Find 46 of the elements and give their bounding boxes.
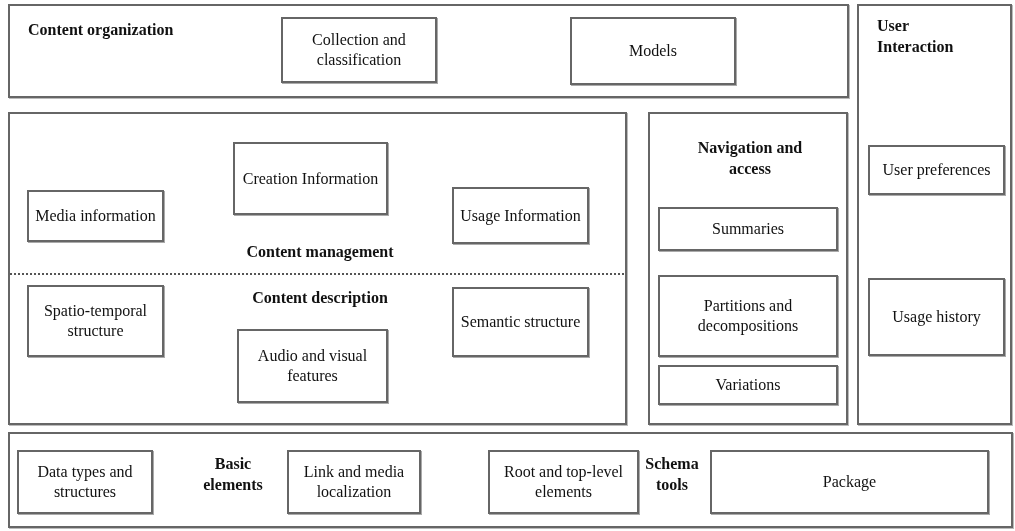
group-heading: Content description: [251, 288, 389, 309]
component-box: [658, 365, 838, 405]
component-box: [868, 145, 1005, 195]
component-label: Spatio-temporal structure: [42, 301, 149, 341]
component-box: [570, 17, 736, 85]
group-heading: Navigation and access: [696, 138, 804, 179]
component-label: Creation Information: [241, 168, 380, 189]
component-label: Usage history: [891, 307, 982, 327]
component-label: Usage Information: [459, 205, 582, 226]
component-box: [868, 278, 1005, 356]
component-label: Media information: [34, 206, 157, 226]
component-label: User preferences: [881, 160, 992, 180]
group-heading: Schema tools: [644, 454, 700, 495]
component-box: [452, 187, 589, 244]
component-box: [658, 275, 838, 357]
group-heading: User Interaction: [877, 16, 955, 57]
component-label: Semantic structure: [459, 312, 582, 332]
group-panel: [8, 432, 1013, 528]
group-heading: Content organization: [28, 20, 175, 41]
component-box: [710, 450, 989, 514]
group-panel: [8, 112, 627, 425]
group-panel: [648, 112, 848, 425]
component-box: [281, 17, 437, 83]
component-label: Root and top-level elements: [502, 462, 625, 502]
component-label: Collection and classification: [311, 30, 407, 70]
component-label: Audio and visual features: [256, 346, 369, 386]
component-label: Data types and structures: [36, 462, 134, 502]
component-box: [233, 142, 388, 215]
component-label: Package: [821, 472, 878, 492]
component-box: [488, 450, 639, 514]
component-box: [287, 450, 421, 514]
component-label: Models: [628, 41, 678, 61]
component-box: [237, 329, 388, 403]
component-box: [658, 207, 838, 251]
component-box: [27, 285, 164, 357]
group-heading: Basic elements: [202, 454, 264, 495]
component-label: Link and media localization: [302, 462, 406, 502]
component-box: [17, 450, 153, 514]
component-box: [27, 190, 164, 242]
component-label: Partitions and decompositions: [696, 296, 800, 336]
group-panel: [857, 4, 1012, 425]
component-label: Summaries: [711, 219, 785, 239]
component-box: [452, 287, 589, 357]
group-panel: [8, 4, 849, 98]
group-heading: Content management: [245, 242, 395, 263]
component-label: Variations: [714, 375, 782, 395]
